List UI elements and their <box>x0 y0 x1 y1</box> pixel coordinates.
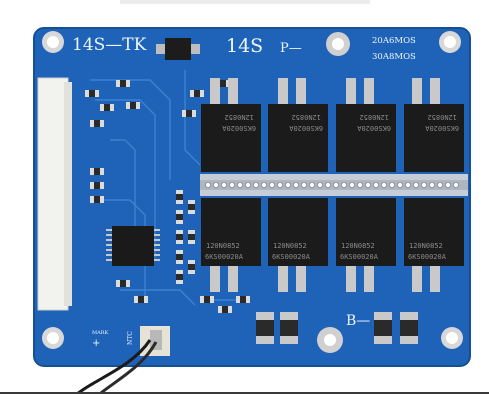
mounting-hole-top-right <box>439 31 461 53</box>
smd-components <box>85 80 250 313</box>
mosfet-code: 6KS0020A <box>288 124 323 132</box>
model-label: 14S—TK <box>72 35 147 55</box>
mosfet-code: 6KS00020A <box>272 253 311 261</box>
mosfet-code: 12N0852 <box>359 113 389 121</box>
mosfet-code: 6KS00020A <box>205 253 244 261</box>
mosfet-code: 12N0852 <box>224 113 254 121</box>
mounting-hole-bottom-right <box>441 327 463 349</box>
mosfet-code: 120N0852 <box>341 242 375 250</box>
pminus-label: P— <box>280 41 302 56</box>
mosfet-code: 6KS0020A <box>356 124 391 132</box>
mosfet-code: 120N0852 <box>409 242 443 250</box>
mos-rating-label: 20A6MOS <box>372 36 416 46</box>
mosfet-code: 6KS00020A <box>408 253 447 261</box>
pminus-pad <box>326 32 350 56</box>
bottom-line <box>0 392 489 394</box>
cropped-caption <box>120 0 370 4</box>
ntc-label: NTC <box>127 331 134 345</box>
diode-chip <box>165 38 191 60</box>
mosfet-row-top: 12N0852 12N0852 12N0852 12N0852 6KS0020A… <box>201 104 464 172</box>
model-label-center: 14S <box>226 35 263 57</box>
via-row <box>204 181 459 188</box>
mounting-hole-bottom-left <box>42 327 64 349</box>
mosfet-code: 12N0852 <box>427 113 457 121</box>
mosfet-code: 12N0852 <box>291 113 321 121</box>
bminus-label: B— <box>346 313 370 329</box>
mos-rating-label: 30A8MOS <box>372 52 416 62</box>
mosfet-code: 6KS0020A <box>424 124 459 132</box>
bminus-pad <box>317 327 343 353</box>
mounting-hole-top-left <box>42 31 64 53</box>
shunt-resistors <box>256 312 418 344</box>
mosfet-code: 120N0852 <box>273 242 307 250</box>
mosfet-code: 6KS00020A <box>340 253 379 261</box>
mark-label: MARK <box>92 330 108 336</box>
plus-sign: + <box>92 338 100 349</box>
mosfet-row-bottom: 120N0852 120N0852 120N0852 120N0852 6KS0… <box>201 198 464 266</box>
mosfet-tabs-bottom <box>210 266 440 292</box>
bottom-margin <box>0 394 489 418</box>
mosfet-code: 6KS0020A <box>221 124 256 132</box>
balance-connector <box>37 77 72 311</box>
mosfet-tabs-top <box>210 78 440 106</box>
mosfet-code: 120N0852 <box>206 242 240 250</box>
protection-ic <box>106 226 160 266</box>
